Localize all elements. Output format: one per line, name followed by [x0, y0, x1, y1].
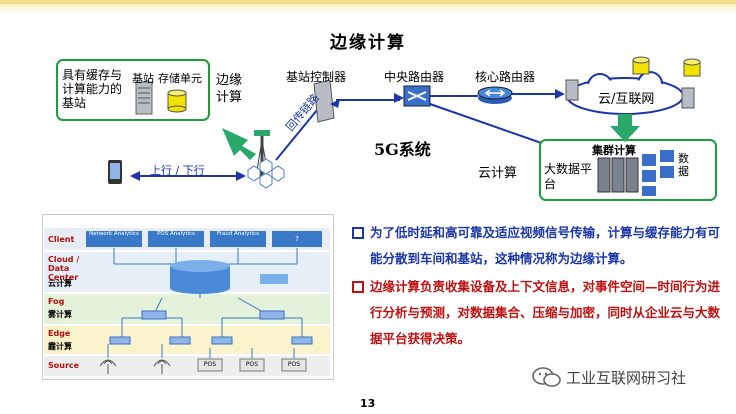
cloud-icon [566, 71, 684, 115]
analytics-pos: POS Analytics [148, 231, 204, 247]
bullet-square-icon [352, 227, 364, 239]
watermark: 工业互联网研习社 [532, 366, 686, 388]
pos-label-3: POS [287, 361, 301, 368]
slide-title: 边缘计算 [330, 33, 406, 53]
edge-compute-label: 边缘计算 [216, 73, 243, 105]
backhaul-line [275, 103, 323, 161]
phone-icon [108, 160, 122, 184]
bullet-text-2: 边缘计算负责收集设备及上下文信息，对事件空间—时间行为进行分析与预测，对数据集合… [370, 279, 721, 346]
wechat-icon [532, 367, 561, 387]
cluster-label: 集群计算 [592, 144, 636, 157]
analytics-unknown: ? [272, 231, 322, 247]
central-router-icon [403, 85, 431, 107]
bullet-item-2: 边缘计算负责收集设备及上下文信息，对事件空间—时间行为进行分析与预测，对数据集合… [352, 274, 724, 352]
uplink-arrow [236, 171, 246, 181]
core-router-icon [477, 86, 513, 104]
page-number: 13 [360, 397, 376, 410]
server-icon [135, 81, 153, 115]
uplink-label: 上行 / 下行 [150, 164, 205, 177]
layer-network-lines [99, 248, 313, 374]
cloud-down-arrow [610, 114, 640, 142]
cloud-compute-label: 云计算 [478, 166, 518, 181]
bs-controller-label: 基站控制器 [286, 70, 347, 84]
data-label: 数据 [678, 152, 689, 178]
edge-station-text: 具有缓存与计算能力的基站 [62, 68, 123, 110]
edge-arrow [222, 128, 256, 160]
cloud-storage-icons [565, 56, 701, 109]
cluster-servers-icon [597, 157, 639, 193]
pos-label-2: POS [245, 361, 259, 368]
bullet-square-icon [352, 281, 364, 293]
pos-label-1: POS [203, 361, 217, 368]
analytics-fraud: Fraud Analytics [210, 231, 266, 247]
analytics-network: Network Analytics [86, 231, 142, 247]
top-band-line [0, 0, 736, 4]
base-station-label: 基站 [132, 72, 154, 85]
storage-icon [167, 89, 187, 113]
cell-hexagons [247, 158, 285, 189]
core-router-label: 核心路由器 [475, 70, 536, 84]
central-router-label: 中央路由器 [384, 70, 445, 84]
bullet-text-1: 为了低时延和高可靠及适应视频信号传输，计算与缓存能力有可能分散到车间和基站，这种… [370, 225, 721, 266]
system-label: 5G系统 [374, 140, 431, 159]
bs-controller-icon [313, 79, 335, 123]
cluster-routers-icon [642, 150, 674, 196]
bullet-list: 为了低时延和高可靠及适应视频信号传输，计算与缓存能力有可能分散到车间和基站，这种… [352, 220, 724, 352]
cloud-label: 云/互联网 [598, 92, 655, 107]
bigdata-label: 大数据平台 [544, 162, 593, 191]
watermark-text: 工业互联网研习社 [566, 368, 687, 387]
network-diagram [56, 56, 717, 201]
storage-label: 存储单元 [158, 72, 202, 85]
bullet-item-1: 为了低时延和高可靠及适应视频信号传输，计算与缓存能力有可能分散到车间和基站，这种… [352, 220, 724, 272]
